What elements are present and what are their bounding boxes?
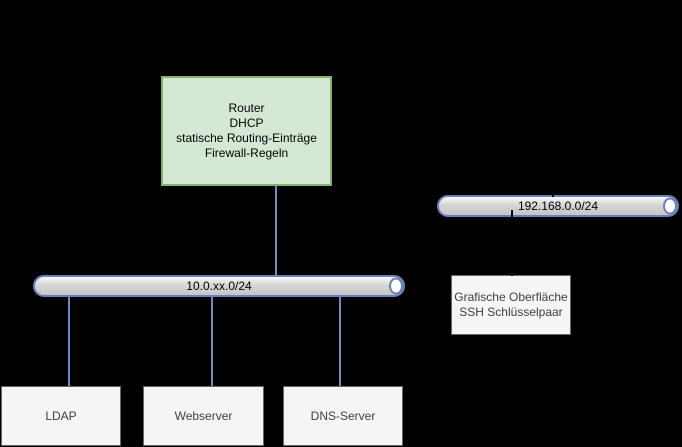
router-label-line: Firewall-Regeln	[204, 146, 289, 160]
server-label: Webserver	[174, 408, 233, 423]
gui-note-line: Grafische Oberfläche	[454, 290, 568, 304]
connector-lan-to-ldap	[68, 294, 70, 386]
connector-wan-to-gui-stub	[511, 210, 513, 276]
server-label: LDAP	[45, 408, 77, 423]
cylinder-cap-icon	[389, 277, 403, 295]
server-node-webserver: Webserver	[143, 386, 264, 446]
router-node: Router DHCP statische Routing-Einträge F…	[161, 76, 332, 186]
connector-wan-top-stub	[552, 140, 554, 197]
gui-ssh-note: Grafische Oberfläche SSH Schlüsselpaar	[451, 275, 571, 335]
gui-note-line: SSH Schlüsselpaar	[459, 305, 563, 319]
server-node-dns: DNS-Server	[283, 386, 403, 446]
server-label: DNS-Server	[310, 408, 376, 423]
network-segment-lan: 10.0.xx.0/24	[33, 275, 405, 297]
network-segment-wan: 192.168.0.0/24	[437, 195, 679, 217]
connector-lan-to-dns	[339, 294, 341, 386]
cylinder-cap-icon	[663, 197, 677, 215]
connector-router-to-lan	[275, 185, 277, 277]
router-label-line: Router	[228, 101, 265, 115]
lan-segment-label: 10.0.xx.0/24	[186, 279, 252, 293]
router-label-line: statische Routing-Einträge	[176, 131, 317, 145]
wan-segment-label: 192.168.0.0/24	[517, 199, 599, 213]
server-node-ldap: LDAP	[1, 386, 121, 446]
connector-lan-to-webserver	[211, 294, 213, 386]
router-label-line: DHCP	[229, 116, 264, 130]
